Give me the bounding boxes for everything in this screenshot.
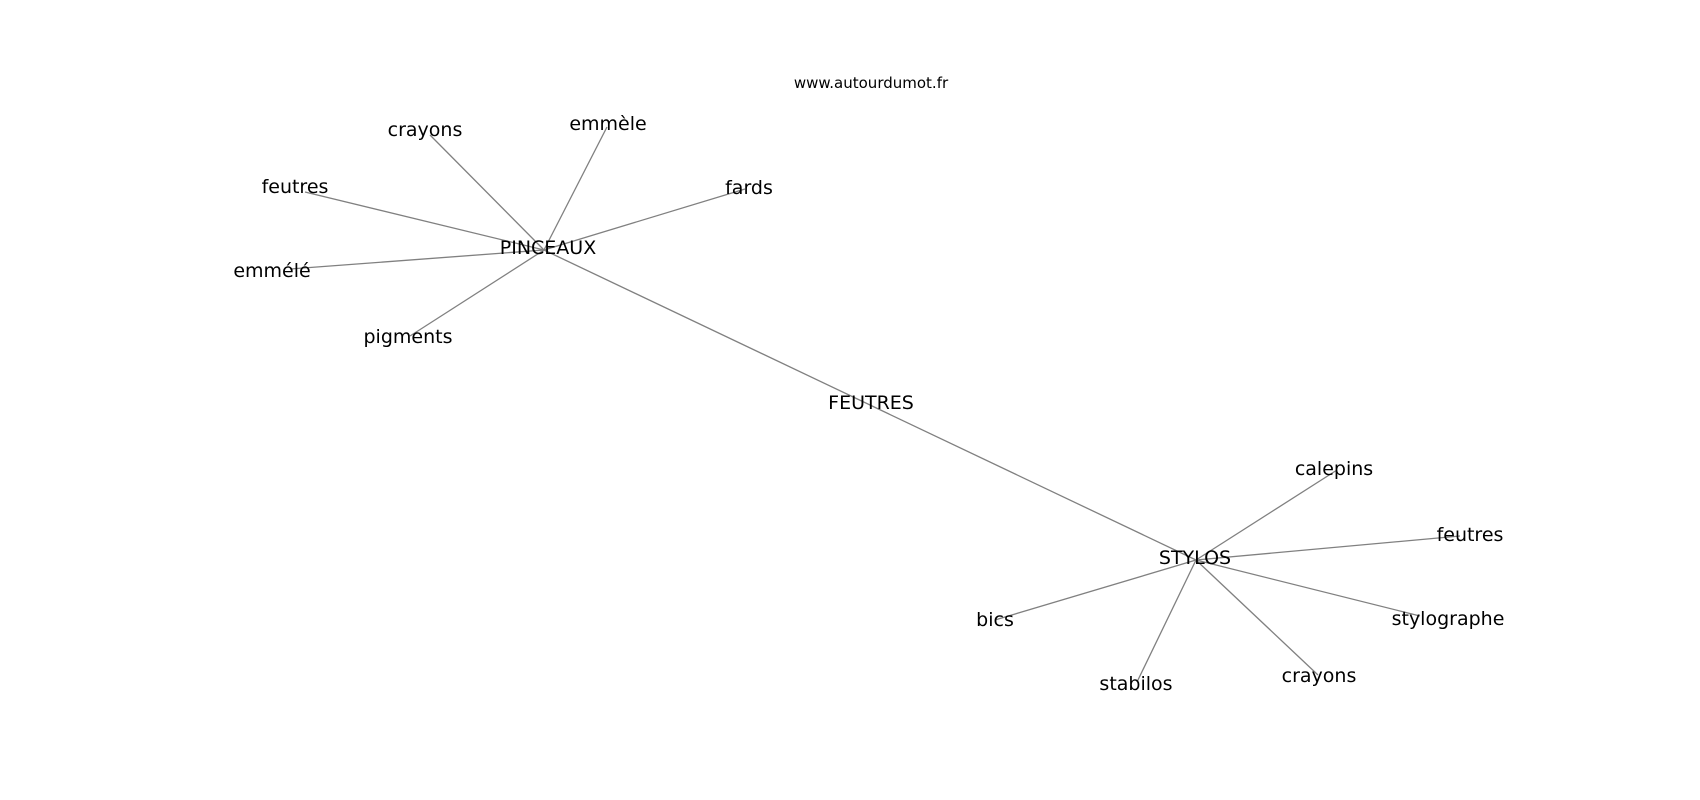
node-leaf-feutres-2: feutres [1437,524,1504,546]
node-hub-pinceaux: PINCEAUX [500,237,596,259]
node-hub-stylos: STYLOS [1159,547,1231,569]
edge-stylos-calepins [1195,469,1338,561]
node-leaf-fards: fards [725,177,773,199]
edge-pinceaux-fards [543,188,746,251]
node-leaf-stabilos: stabilos [1099,673,1172,695]
node-leaf-bics: bics [976,609,1014,631]
node-leaf-feutres: feutres [262,176,329,198]
node-leaf-emmele-accent: emmélé [233,260,310,282]
edge-pinceaux-feutres [304,191,545,251]
node-leaf-crayons: crayons [388,119,463,141]
labels-layer: www.autourdumot.fr FEUTRES PINCEAUX cray… [233,74,1504,695]
edge-stylos-stylographe [1195,559,1421,617]
edge-pinceaux-stylos [543,249,1197,561]
edge-stylos-bics [994,559,1197,621]
node-leaf-emmele: emmèle [569,113,646,135]
source-url: www.autourdumot.fr [794,74,949,92]
node-center: FEUTRES [828,392,914,414]
node-leaf-calepins: calepins [1295,458,1373,480]
edge-pinceaux-emmele [543,126,608,251]
node-leaf-pigments: pigments [364,326,453,348]
node-leaf-crayons-2: crayons [1282,665,1357,687]
edge-stylos-stabilos [1136,559,1197,683]
edge-pinceaux-crayons [429,134,545,251]
node-leaf-stylographe: stylographe [1392,608,1505,630]
edge-stylos-crayons [1195,559,1319,676]
edge-stylos-feutres [1195,535,1461,561]
edges-layer [289,126,1461,683]
edge-pinceaux-pigments [409,249,545,337]
edge-pinceaux-emmele-accent [289,249,545,270]
